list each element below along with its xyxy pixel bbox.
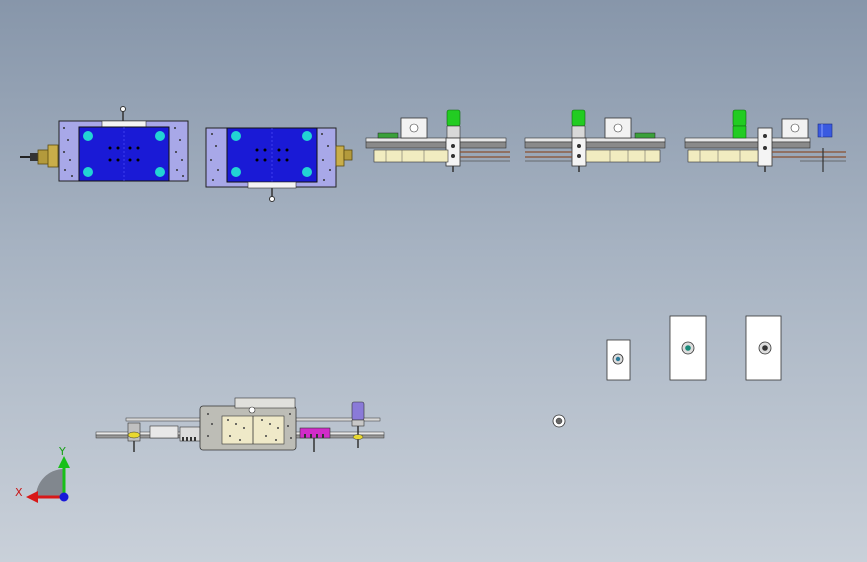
triad-x-label: X bbox=[15, 486, 23, 499]
top-view-left[interactable] bbox=[20, 106, 189, 182]
detail-plate-medium[interactable] bbox=[669, 315, 707, 381]
detail-plate-small[interactable] bbox=[606, 339, 631, 381]
front-view-2[interactable] bbox=[524, 109, 666, 172]
top-view-right[interactable] bbox=[205, 127, 353, 202]
front-view-3[interactable] bbox=[684, 109, 846, 172]
side-view-bottom[interactable] bbox=[95, 397, 385, 452]
triad-y-label: Y bbox=[58, 445, 66, 458]
detail-bolt[interactable] bbox=[552, 414, 566, 428]
coordinate-triad-icon: Y X bbox=[15, 445, 70, 503]
detail-plate-large[interactable] bbox=[745, 315, 782, 381]
front-view-1[interactable] bbox=[365, 109, 510, 172]
